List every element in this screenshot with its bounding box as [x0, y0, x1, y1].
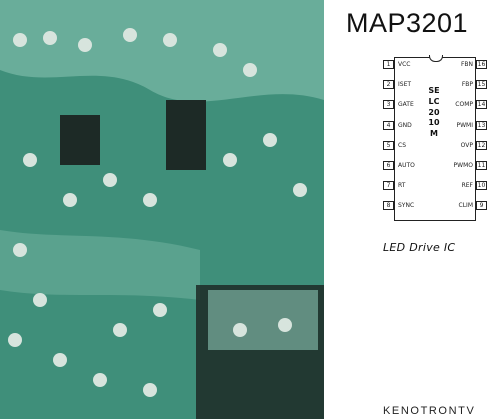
pin-12-label: OVP: [460, 142, 473, 149]
chip-title: MAP3201: [346, 8, 469, 38]
pin-8-label: SYNC: [398, 202, 415, 209]
pin-15-label: FBP: [461, 81, 473, 88]
pcb-ic-chip: [166, 100, 206, 170]
pin-13-label: PWMI: [456, 122, 474, 129]
pin-15-number: 15: [476, 80, 487, 89]
pcb-solder-pad: [13, 243, 27, 257]
watermark-text: KENOTRONTV: [383, 405, 476, 417]
pcb-solder-pad: [293, 183, 307, 197]
pcb-solder-pad: [13, 33, 27, 47]
pin-13-number: 13: [476, 121, 487, 130]
pcb-solder-pad: [53, 353, 67, 367]
pcb-solder-pad: [103, 173, 117, 187]
pcb-solder-pad: [93, 373, 107, 387]
pcb-solder-pad: [113, 323, 127, 337]
pin-4-label: GND: [398, 122, 412, 129]
pcb-solder-pad: [223, 153, 237, 167]
pin-16-label: FBN: [460, 61, 473, 68]
pcb-light-area: [0, 0, 324, 102]
pin-12-number: 12: [476, 141, 487, 150]
ic-caption: LED Drive IC: [383, 241, 456, 254]
pin-5-label: CS: [398, 142, 406, 149]
pin-11-number: 11: [476, 161, 487, 170]
ic-marking: SELC2010M: [428, 86, 440, 139]
pcb-transistor: [60, 115, 100, 165]
pin-4-number: 4: [383, 121, 394, 130]
pin-2-label: ISET: [398, 81, 412, 88]
pin-1-number: 1: [383, 60, 394, 69]
pin-6-number: 6: [383, 161, 394, 170]
pcb-solder-pad: [153, 303, 167, 317]
pcb-solder-pad: [33, 293, 47, 307]
pin-7-label: RT: [398, 182, 406, 189]
pin-1-label: VCC: [398, 61, 411, 68]
pcb-solder-pad: [213, 43, 227, 57]
pcb-solder-pad: [43, 31, 57, 45]
pin-10-number: 10: [476, 181, 487, 190]
pcb-solder-pad: [63, 193, 77, 207]
pin-9-label: CLIM: [458, 202, 473, 209]
pcb-connector-area: [208, 290, 318, 350]
pcb-solder-pad: [143, 383, 157, 397]
pin-10-label: REF: [461, 182, 473, 189]
ic-pinout-body: [394, 57, 476, 221]
pcb-solder-pad: [278, 318, 292, 332]
pin-3-label: GATE: [398, 101, 414, 108]
pcb-solder-pad: [263, 133, 277, 147]
pin-9-number: 9: [476, 201, 487, 210]
pcb-solder-pad: [8, 333, 22, 347]
pin-2-number: 2: [383, 80, 394, 89]
pcb-solder-pad: [123, 28, 137, 42]
pin-16-number: 16: [476, 60, 487, 69]
pcb-photo: [0, 0, 324, 419]
pcb-solder-pad: [143, 193, 157, 207]
pcb-solder-pad: [78, 38, 92, 52]
pcb-solder-pad: [163, 33, 177, 47]
pin-14-number: 14: [476, 100, 487, 109]
pin-14-label: COMP: [455, 101, 473, 108]
pin-6-label: AUTO: [398, 162, 415, 169]
pin-7-number: 7: [383, 181, 394, 190]
pcb-solder-pad: [23, 153, 37, 167]
pin-5-number: 5: [383, 141, 394, 150]
pcb-trace-band: [0, 230, 200, 300]
pcb-solder-pad: [233, 323, 247, 337]
pcb-solder-pad: [243, 63, 257, 77]
pin-8-number: 8: [383, 201, 394, 210]
pin-11-label: PWMO: [453, 162, 473, 169]
pin-3-number: 3: [383, 100, 394, 109]
